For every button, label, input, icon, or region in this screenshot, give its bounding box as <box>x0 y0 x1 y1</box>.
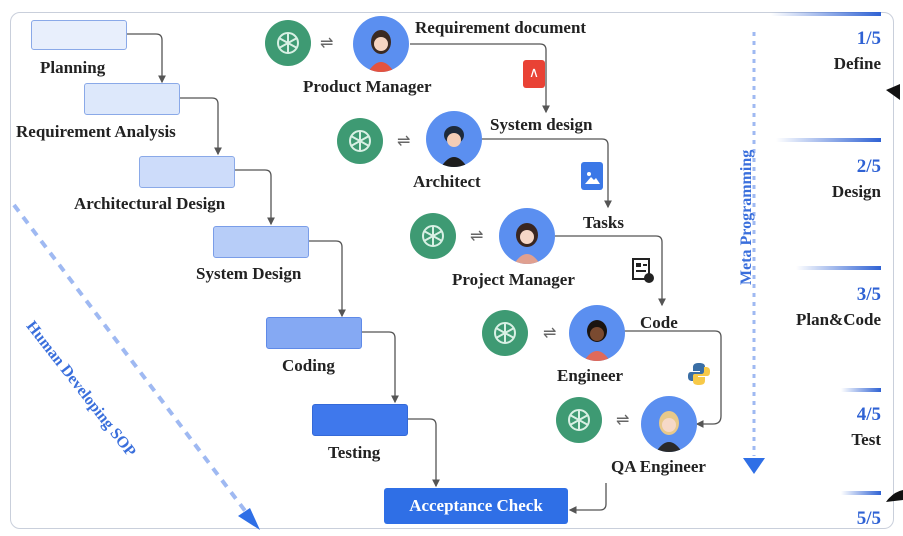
stage-name: Test <box>851 430 881 449</box>
waterfall-connector <box>362 331 399 404</box>
stage-divider <box>841 388 881 392</box>
engineer-label: Engineer <box>557 366 624 385</box>
qa-engineer-label: QA Engineer <box>611 457 706 476</box>
chatgpt-icon <box>556 397 602 443</box>
requirement-analysis-label: Requirement Analysis <box>16 122 176 141</box>
stage-divider <box>776 138 881 142</box>
waterfall-connector <box>180 97 222 156</box>
waterfall-connector <box>235 169 275 226</box>
human-sop-dashed-arrow <box>12 203 254 522</box>
project-manager-avatar <box>499 208 555 264</box>
role-connector <box>624 330 722 428</box>
chatgpt-icon <box>482 310 528 356</box>
swap-arrows-icon: ⇌ <box>397 133 411 150</box>
stage-divider <box>841 491 881 495</box>
project-manager-label: Project Manager <box>452 270 575 289</box>
stage-name: Define <box>833 54 881 73</box>
stage-number: 4/5 <box>856 404 881 425</box>
requirement-analysis-box <box>84 83 180 115</box>
stage-number: 1/5 <box>856 28 881 49</box>
qa-engineer-avatar <box>641 396 697 452</box>
chatgpt-icon <box>337 118 383 164</box>
stage-divider <box>796 266 881 270</box>
waterfall-connector <box>309 240 346 318</box>
planning-label: Planning <box>40 58 106 77</box>
architectural-design-label: Architectural Design <box>74 194 226 213</box>
testing-label: Testing <box>328 443 381 462</box>
chatgpt-icon <box>265 20 311 66</box>
code-label: Code <box>640 313 678 332</box>
coding-label: Coding <box>282 356 335 375</box>
waterfall-connector <box>408 418 440 488</box>
requirement-document-label: Requirement document <box>415 18 587 37</box>
testing-box <box>312 404 408 436</box>
swap-arrows-icon: ⇌ <box>543 325 557 342</box>
chatgpt-icon <box>410 213 456 259</box>
waterfall-connector <box>127 33 166 84</box>
swap-arrows-icon: ⇌ <box>470 228 484 245</box>
system-design-box <box>213 226 309 258</box>
role-connector <box>555 235 666 307</box>
acceptance-check-box: Acceptance Check <box>384 488 568 524</box>
coding-box <box>266 317 362 349</box>
role-connector <box>470 138 612 209</box>
stage-number: 5/5 <box>856 508 881 529</box>
swap-arrows-icon: ⇌ <box>320 35 334 52</box>
product-manager-avatar <box>353 16 409 72</box>
role-connector <box>410 43 550 114</box>
image-file-icon <box>581 162 603 190</box>
product-manager-label: Product Manager <box>303 77 432 96</box>
task-list-icon <box>631 257 654 283</box>
python-icon <box>686 361 712 387</box>
engineer-avatar <box>569 305 625 361</box>
architectural-design-box <box>139 156 235 188</box>
diagram-frame <box>10 12 894 529</box>
tasks-label: Tasks <box>583 213 624 232</box>
system-design-label: System Design <box>196 264 302 283</box>
stage-name: Plan&Code <box>796 310 881 329</box>
stage-name: Design <box>831 182 881 201</box>
architect-label: Architect <box>413 172 481 191</box>
stage-number: 3/5 <box>856 284 881 305</box>
system-design-output-label: System design <box>490 115 593 134</box>
swap-arrows-icon: ⇌ <box>616 412 630 429</box>
stage-number: 2/5 <box>856 156 881 177</box>
qa-to-acceptance-connector <box>568 483 607 514</box>
pdf-icon: ∧ <box>523 60 545 88</box>
architect-avatar <box>426 111 482 167</box>
stage-divider <box>771 12 881 16</box>
planning-box <box>31 20 127 50</box>
meta-programming-label: Meta Programming <box>738 149 755 285</box>
